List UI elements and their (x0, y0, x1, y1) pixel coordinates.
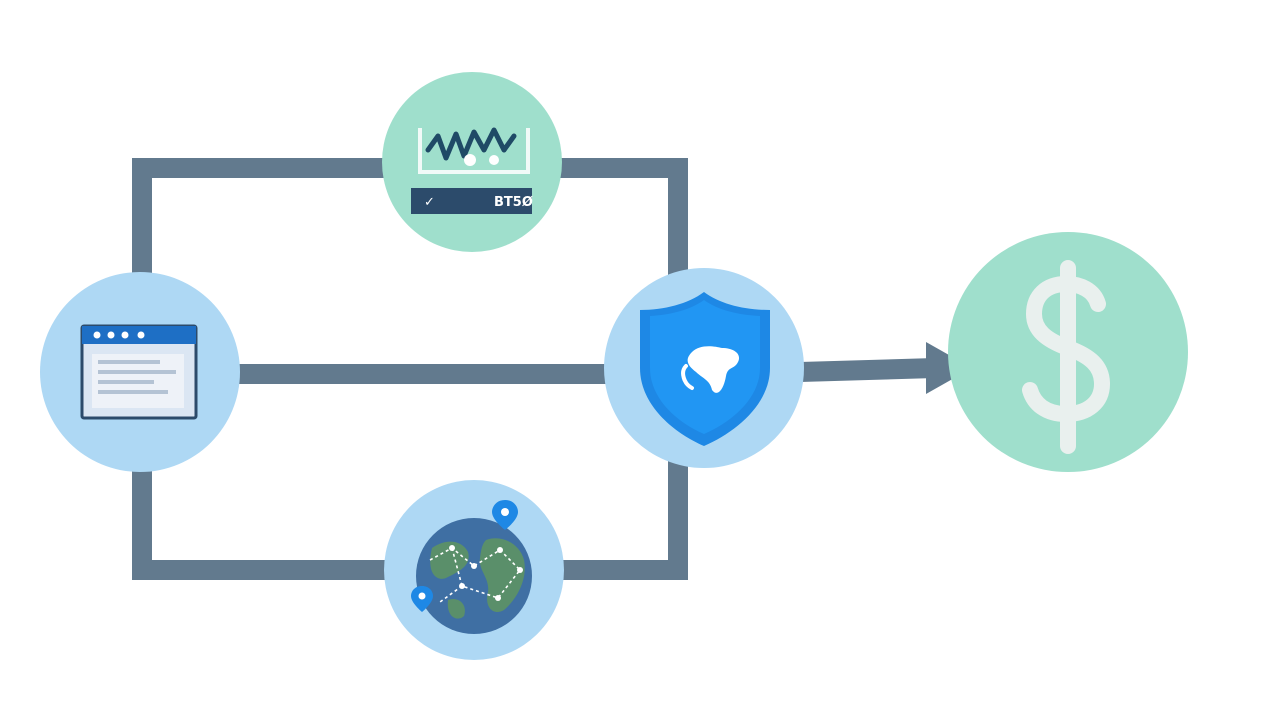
chart-value-label: BT5Ø (494, 195, 533, 210)
dollar-sign-icon (1022, 260, 1110, 454)
globe-network-icon (411, 500, 532, 634)
connectors (132, 158, 972, 580)
connector-security-revenue (799, 358, 936, 382)
shield-globe-icon (640, 292, 770, 446)
line-chart-icon: ✓ BT5Ø (411, 127, 533, 214)
map-pin-icon (411, 586, 433, 612)
node-analytics: ✓ BT5Ø (382, 72, 562, 252)
node-revenue (948, 232, 1188, 472)
chart-check-label: ✓ (424, 195, 435, 210)
connector-browser-global (132, 460, 392, 580)
node-browser (40, 272, 240, 472)
connector-browser-analytics (132, 158, 392, 285)
arrow-head-icon (926, 342, 972, 394)
map-pin-icon (492, 500, 518, 530)
connector-analytics-security (552, 158, 688, 282)
node-global (384, 480, 564, 660)
connector-global-security (556, 458, 688, 580)
node-security (604, 268, 804, 468)
browser-window-icon (80, 324, 198, 420)
